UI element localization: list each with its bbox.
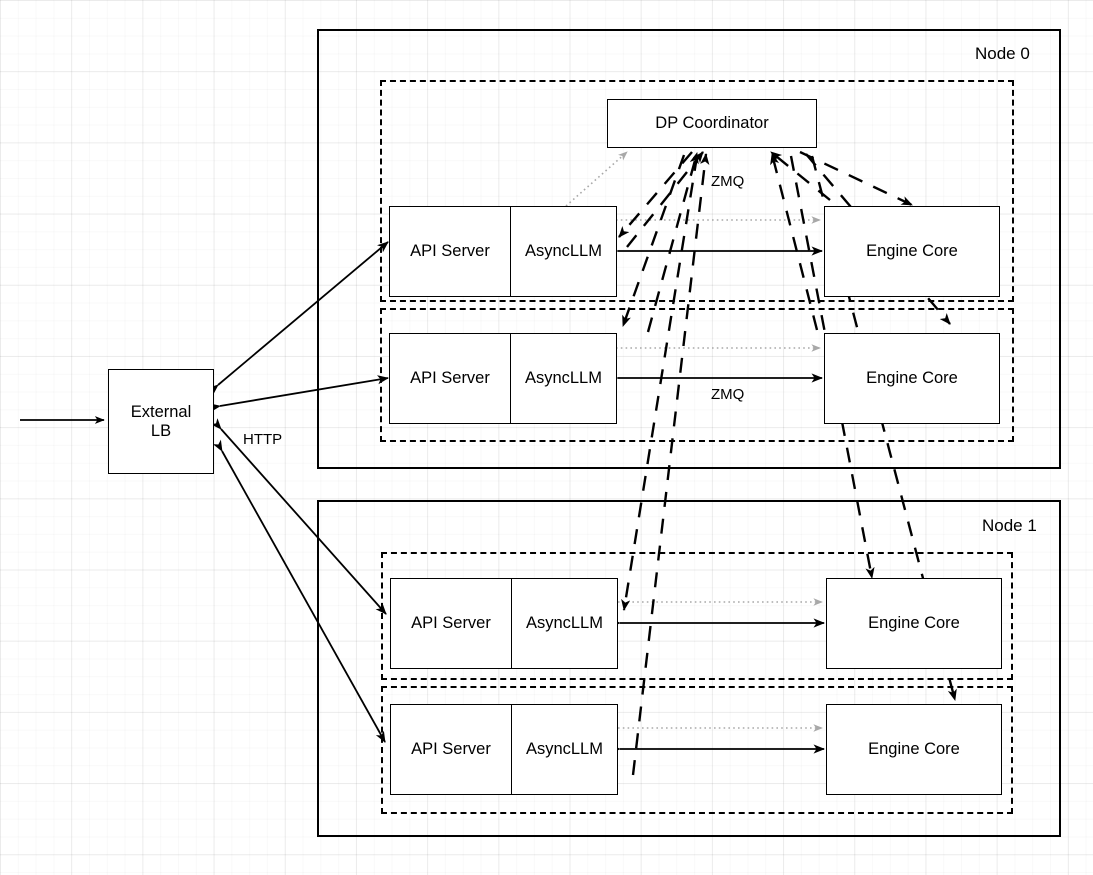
node-1-group-0-asyncllm-label: AsyncLLM [525,614,603,632]
node-0-group-1-api-server-label: API Server [390,334,511,423]
edge-coord-n1g0-asyncllm [621,155,699,611]
edge-dotted-asyncllm-coordinator [565,151,628,207]
node-1-label: Node 1 [982,516,1037,535]
edge-coord-n0g0-enginecore [799,150,913,207]
external-lb-box[interactable]: External LB [108,369,214,474]
zmq-label-bottom: ZMQ [711,386,745,403]
node-0-container [317,29,1061,469]
zmq-label-top: ZMQ [711,173,745,190]
node-0-group-1-api-async-box[interactable]: API Server AsyncLLM [389,333,617,424]
node-1-group-0 [381,552,1013,680]
node-0-group-0-api-server-label: API Server [390,207,511,296]
node-1-container [317,500,1061,837]
node-1-group-1-asyncllm-label: AsyncLLM [525,740,603,758]
node-0-label: Node 0 [975,44,1030,63]
edge-lb-node1-api1 [212,439,386,743]
node-0-group-0-asyncllm-label: AsyncLLM [524,242,602,260]
node-0-group-0-engine-core-box[interactable]: Engine Core [824,206,1000,297]
edge-coord-n0g0-asyncllm [618,151,693,238]
node-1-group-0-api-server-label: API Server [391,579,512,668]
http-label: HTTP [243,431,283,448]
node-0-group-0 [380,80,1014,302]
dp-coordinator-box[interactable]: DP Coordinator [607,99,817,148]
node-0-group-1-engine-core-box[interactable]: Engine Core [824,333,1000,424]
edge-coord-n1g0-enginecore [789,155,875,579]
node-1-group-1-api-async-box[interactable]: API Server AsyncLLM [390,704,618,795]
edge-lb-node0-api1 [208,375,389,413]
edge-n0g0-enginecore-coord [770,151,831,201]
external-lb-label-line2: LB [150,421,172,440]
node-1-group-1 [381,686,1013,814]
node-1-group-1-api-server-label: API Server [391,705,512,794]
edge-n1g0-asyncllm-coord [631,153,710,776]
node-1-group-0-engine-core-box[interactable]: Engine Core [826,578,1002,669]
edge-coord-n0g1-asyncllm [621,154,686,327]
node-1-group-1-engine-core-box[interactable]: Engine Core [826,704,1002,795]
node-0-group-1 [380,308,1014,442]
edge-n0g1-asyncllm-coord [646,152,699,333]
node-1-group-0-api-async-box[interactable]: API Server AsyncLLM [390,578,618,669]
edge-lb-node0-api0 [207,241,389,396]
edge-n0g0-asyncllm-coord [626,151,704,248]
node-0-group-0-api-async-box[interactable]: API Server AsyncLLM [389,206,617,297]
external-lb-label-line1: External [130,402,192,421]
node-0-group-1-asyncllm-label: AsyncLLM [524,369,602,387]
